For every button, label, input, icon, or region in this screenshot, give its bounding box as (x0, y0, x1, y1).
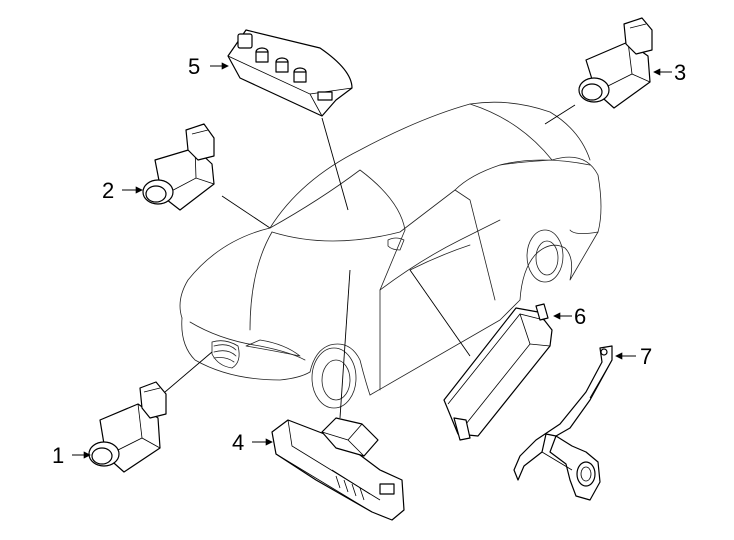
callout-6: 6 (574, 304, 586, 329)
part-5-camera-module (227, 29, 353, 117)
leader-lines (164, 104, 576, 419)
part-3-parking-sensor (578, 17, 653, 109)
part-2-parking-sensor (142, 123, 215, 211)
callout-4: 4 (232, 430, 244, 455)
vehicle-outline (179, 101, 602, 409)
part-6-antenna-module (443, 303, 553, 441)
callout-7: 7 (640, 344, 652, 369)
callout-arrows (72, 62, 672, 459)
callout-3: 3 (674, 60, 686, 85)
part-7-mounting-bracket (513, 345, 613, 501)
callout-2: 2 (102, 178, 114, 203)
callout-labels: 5 2 3 1 4 6 7 (52, 54, 686, 468)
part-1-parking-sensor (88, 381, 167, 473)
callout-5: 5 (188, 54, 200, 79)
callout-1: 1 (52, 443, 64, 468)
part-4-control-module (271, 417, 405, 521)
